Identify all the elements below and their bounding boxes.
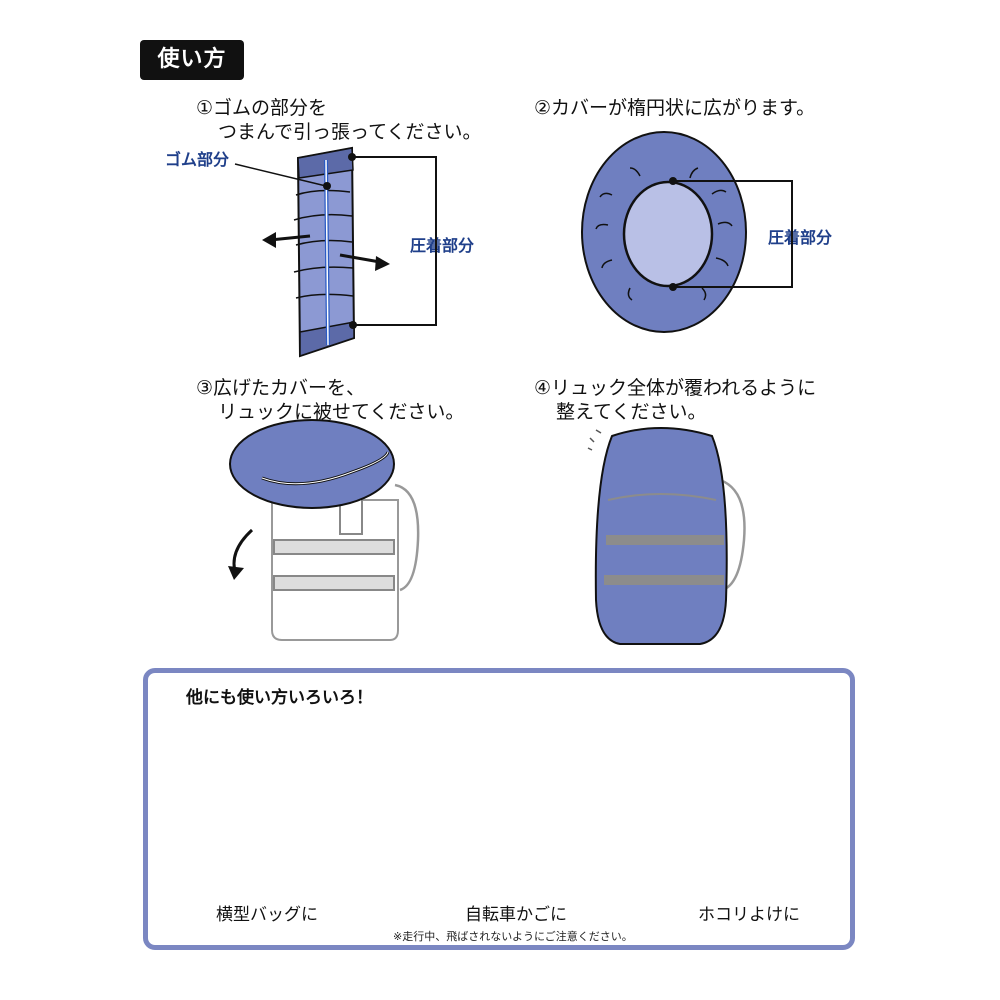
step-4-line1: ④リュック全体が覆われるように — [534, 377, 817, 399]
step-2-line1: ②カバーが楕円状に広がります。 — [534, 97, 816, 119]
step-4-line2: 整えてください。 — [556, 401, 707, 423]
compressed-part-label-2: 圧着部分 — [768, 228, 833, 247]
backpack-covered-step4-illustration — [587, 427, 746, 645]
other-uses-panel — [143, 668, 855, 950]
caption-duffel-bag: 横型バッグに — [216, 905, 318, 925]
oval-cover-illustration — [581, 131, 793, 333]
compressed-part-label-1: 圧着部分 — [410, 236, 475, 255]
step-3-text: ③広げたカバーを、 リュックに被せてください。 — [196, 376, 464, 424]
caption-dust-cover: ホコリよけに — [698, 905, 800, 925]
step-1-line2: つまんで引っ張ってください。 — [218, 121, 482, 143]
step-1-line1: ①ゴムの部分を — [196, 97, 328, 119]
step-1-text: ①ゴムの部分を つまんで引っ張ってください。 — [196, 96, 482, 144]
page-title: 使い方 — [140, 40, 244, 80]
step-2-text: ②カバーが楕円状に広がります。 — [534, 96, 815, 120]
caution-note: ※走行中、飛ばされないようにご注意ください。 — [393, 930, 633, 943]
stretched-cover-illustration — [234, 146, 437, 358]
panel-title: 他にも使い方いろいろ！ — [186, 688, 373, 708]
backpack-cover-step3-illustration — [228, 419, 420, 641]
step-4-text: ④リュック全体が覆われるように 整えてください。 — [534, 376, 816, 424]
step-3-line1: ③広げたカバーを、 — [196, 377, 366, 399]
rubber-part-label: ゴム部分 — [165, 150, 230, 169]
caption-bicycle-basket: 自転車かごに — [465, 905, 567, 925]
step-3-line2: リュックに被せてください。 — [218, 401, 465, 423]
